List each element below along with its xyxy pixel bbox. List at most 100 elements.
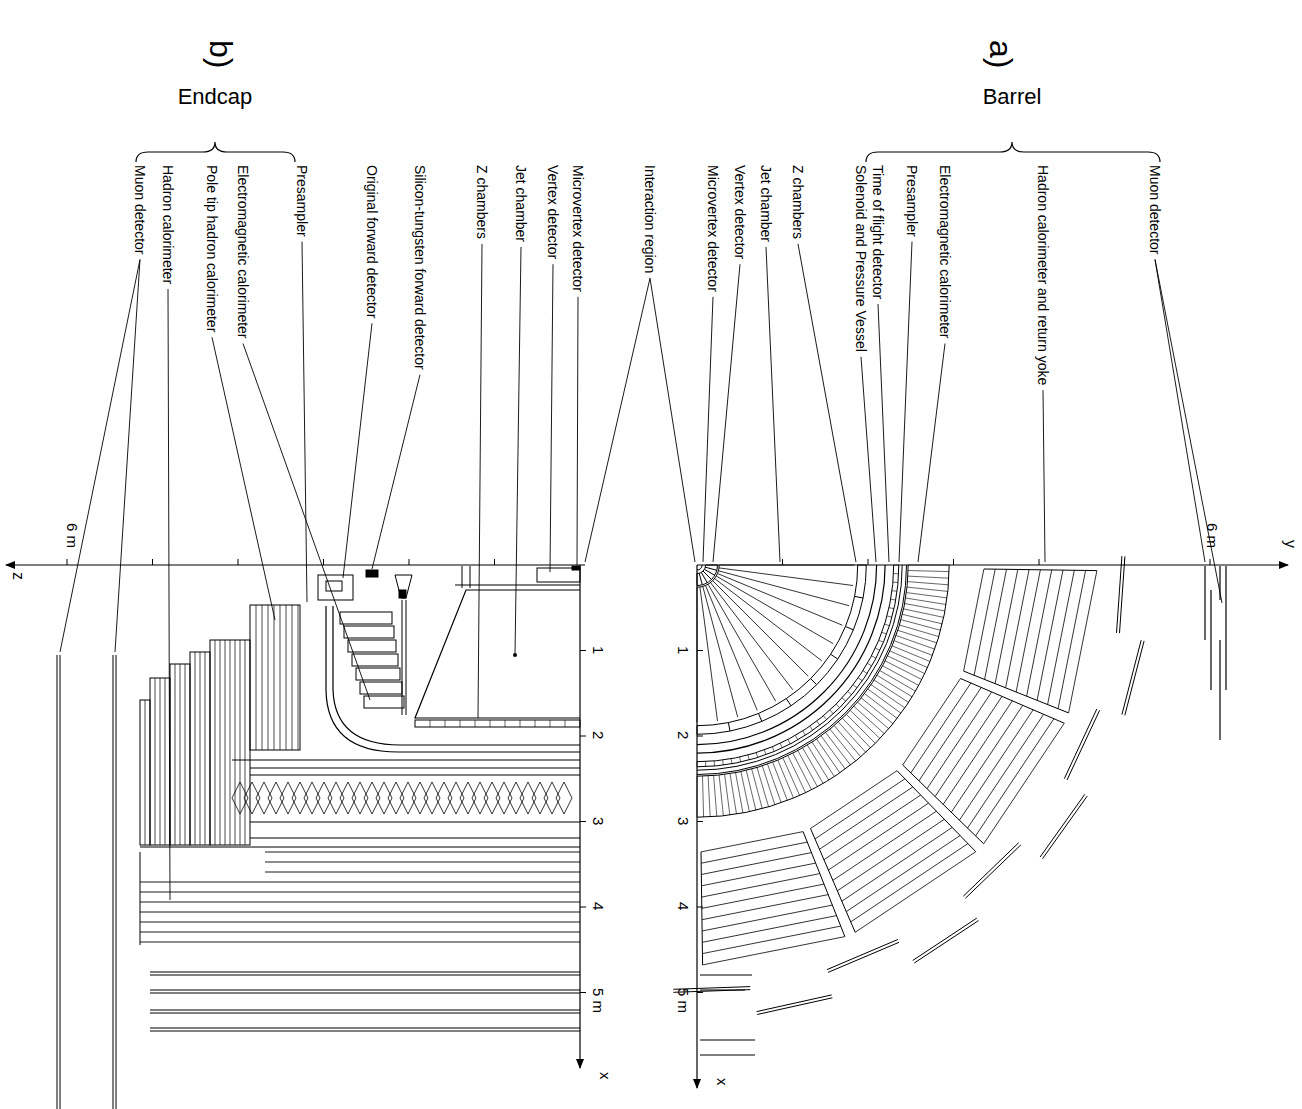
em-calorimeter-block <box>817 739 840 773</box>
beam-pipe-cone <box>395 575 412 598</box>
leader-line <box>343 323 372 578</box>
z-chamber <box>855 596 863 598</box>
jet-chamber-sector <box>715 579 822 661</box>
hadron-calorimeter-plate <box>935 696 1002 796</box>
part-label: Jet chamber <box>513 165 529 242</box>
part-label: Interaction region <box>642 165 658 273</box>
hadron-calorimeter-plate <box>995 570 1018 684</box>
barrel-side <box>250 768 580 769</box>
part-label: Z chambers <box>474 165 490 239</box>
em-barrel-block-side <box>364 782 380 814</box>
hadron-barrel-plate <box>140 882 580 883</box>
hadron-calorimeter-plate <box>702 895 828 920</box>
em-calorimeter-block <box>846 714 875 743</box>
pole-tip-plate <box>286 605 287 750</box>
part-label: Jet chamber <box>758 165 774 242</box>
muon-chamber <box>1043 796 1088 859</box>
muon-barrel-chamber <box>150 1031 580 1032</box>
axis-tick <box>697 650 703 651</box>
em-calorimeter-block <box>364 696 404 708</box>
axis-tick <box>580 821 586 822</box>
pole-tip-plate <box>292 605 293 750</box>
jet-chamber-sector <box>718 574 843 626</box>
em-calorimeter-block <box>697 776 698 817</box>
jet-chamber-sector <box>697 587 698 722</box>
em-barrel-block-side <box>508 782 524 814</box>
leader-line <box>766 247 780 562</box>
em-calorimeter-block <box>757 768 769 807</box>
jet-chamber-sector <box>711 583 793 690</box>
time-of-flight <box>889 608 894 609</box>
endcap-hadron-plate <box>215 640 216 845</box>
em-calorimeter-block <box>901 620 941 631</box>
part-label: Time of flight detector <box>870 165 886 299</box>
em-barrel-block-side <box>340 782 356 814</box>
hadron-calorimeter-plate <box>943 701 1012 805</box>
time-of-flight <box>803 731 806 735</box>
hadron-calorimeter-plate <box>851 844 968 922</box>
z-chamber <box>831 654 838 659</box>
forward-detector-part <box>399 590 406 598</box>
muon-chamber <box>827 940 898 970</box>
endcap-hadron-plate <box>145 700 146 845</box>
em-calorimeter-block <box>736 773 744 813</box>
time-of-flight <box>867 663 871 666</box>
part-label: Silicon-tungsten forward detector <box>412 165 428 370</box>
axis-label: 2 <box>675 731 692 739</box>
original-forward-detector <box>318 575 353 600</box>
em-calorimeter-block <box>788 756 806 793</box>
hadron-calorimeter-plate <box>1037 570 1063 700</box>
part-label: Z chambers <box>790 165 806 239</box>
z-chamber <box>728 723 730 731</box>
z-chamber <box>520 720 521 727</box>
endcap-hadron-plate <box>220 640 221 845</box>
muon-endcap-chamber <box>60 655 61 1109</box>
microvertex-detector <box>697 565 702 570</box>
pole-tip-plate <box>268 605 269 750</box>
axis-tick <box>697 736 703 737</box>
time-of-flight <box>848 691 852 694</box>
hadron-barrel-plate <box>140 892 580 893</box>
em-calorimeter-block <box>783 758 800 796</box>
endcap-hadron-calorimeter <box>150 678 170 845</box>
hadron-calorimeter-plate <box>702 926 840 954</box>
em-calorimeter-block <box>854 706 885 734</box>
axis-tick <box>580 650 586 651</box>
pole-tip-plate <box>256 605 257 750</box>
leader-line <box>650 278 695 562</box>
z-chamber <box>786 699 791 706</box>
time-of-flight <box>740 757 741 762</box>
muon-chamber <box>1067 710 1100 780</box>
leader-line <box>918 344 945 563</box>
em-calorimeter-block <box>871 685 905 708</box>
em-calorimeter-block <box>725 774 730 815</box>
jet-chamber-sector <box>719 565 854 566</box>
em-calorimeter-block <box>906 593 947 598</box>
axis-label: 1 <box>675 646 692 654</box>
em-calorimeter-block <box>360 682 402 694</box>
leader-line <box>478 244 482 718</box>
em-calorimeter-block <box>830 729 856 761</box>
em-barrel-block-side <box>328 782 344 814</box>
em-barrel-block-side <box>376 782 392 814</box>
part-label: Presampler <box>294 165 310 237</box>
em-calorimeter-block <box>344 626 394 638</box>
leader-line <box>585 278 650 562</box>
em-calorimeter-block <box>900 625 939 637</box>
hadron-calorimeter-plate <box>985 569 1007 679</box>
axis-tick <box>580 907 586 908</box>
muon-chamber <box>1064 709 1097 779</box>
vertex-detector <box>697 574 698 586</box>
hadron-calorimeter-edge <box>701 852 703 965</box>
endcap-hadron-calorimeter <box>210 640 250 845</box>
pole-tip-plate <box>280 605 281 750</box>
time-of-flight <box>705 762 706 767</box>
time-of-flight <box>871 656 876 658</box>
em-barrel-block-side <box>460 782 476 814</box>
em-calorimeter-block <box>861 698 893 724</box>
time-of-flight <box>853 685 857 688</box>
leader-line <box>798 244 856 562</box>
solenoid <box>326 606 580 752</box>
hadron-calorimeter-plate <box>951 705 1023 812</box>
muon-chamber <box>1210 590 1211 690</box>
